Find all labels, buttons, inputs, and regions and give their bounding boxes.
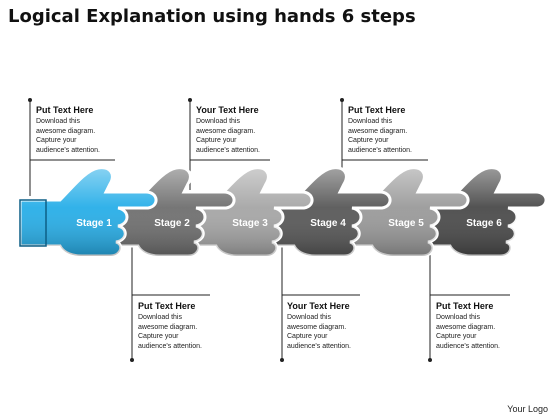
stage-hand-6: Stage 6 xyxy=(408,166,548,258)
annotation-heading: Your Text Here xyxy=(287,301,350,311)
stage-label: Stage 1 xyxy=(76,218,112,229)
page-title: Logical Explanation using hands 6 steps xyxy=(8,6,416,27)
stage-label: Stage 6 xyxy=(466,218,502,229)
stage-label: Stage 2 xyxy=(154,218,190,229)
annotation-2: Your Text Here Download this awesome dia… xyxy=(196,105,306,155)
annotation-heading: Your Text Here xyxy=(196,105,259,115)
connector-dot xyxy=(280,358,284,362)
annotation-3: Put Text Here Download this awesome diag… xyxy=(348,105,458,155)
annotation-body: Download this awesome diagram. Capture y… xyxy=(138,314,202,350)
annotation-heading: Put Text Here xyxy=(436,301,494,311)
sleeve-cuff xyxy=(19,199,47,247)
annotation-body: Download this awesome diagram. Capture y… xyxy=(436,314,500,350)
annotation-body: Download this awesome diagram. Capture y… xyxy=(287,314,351,350)
annotation-5: Your Text Here Download this awesome dia… xyxy=(287,301,397,351)
stage-hand-1: Stage 1 xyxy=(18,166,158,258)
connector-dot xyxy=(188,98,192,102)
annotation-heading: Put Text Here xyxy=(138,301,196,311)
stage-label: Stage 4 xyxy=(310,218,346,229)
annotation-heading: Put Text Here xyxy=(348,105,406,115)
connector-dot xyxy=(28,98,32,102)
annotation-1: Put Text Here Download this awesome diag… xyxy=(36,105,146,155)
annotation-body: Download this awesome diagram. Capture y… xyxy=(348,118,412,154)
stage-hand-5: Stage 5 xyxy=(330,166,470,258)
logo-text: Your Logo xyxy=(507,404,548,414)
stage-label: Stage 3 xyxy=(232,218,268,229)
connector-dot xyxy=(130,358,134,362)
annotation-body: Download this awesome diagram. Capture y… xyxy=(196,118,260,154)
hands-group: Stage 6 Stage 5 Stage 4 Stage 3 Stage 2 Stage… xyxy=(18,166,548,258)
annotation-heading: Put Text Here xyxy=(36,105,94,115)
annotation-body: Download this awesome diagram. Capture y… xyxy=(36,118,100,154)
connector-dot xyxy=(428,358,432,362)
stage-label: Stage 5 xyxy=(388,218,424,229)
stage-hand-4: Stage 4 xyxy=(252,166,392,258)
connector-dot xyxy=(340,98,344,102)
annotation-4: Put Text Here Download this awesome diag… xyxy=(138,301,248,351)
stage-hand-2: Stage 2 xyxy=(96,166,236,258)
stage-hand-3: Stage 3 xyxy=(174,166,314,258)
annotation-6: Put Text Here Download this awesome diag… xyxy=(436,301,546,351)
